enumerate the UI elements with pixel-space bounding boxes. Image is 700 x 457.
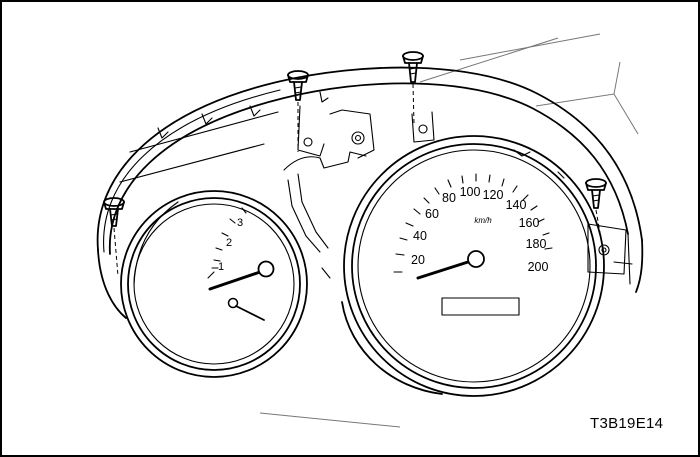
speedometer: [341, 135, 605, 397]
speed-label-20: 20: [411, 253, 425, 267]
speed-label-140: 140: [506, 198, 527, 212]
speed-label-180: 180: [526, 237, 547, 251]
tach-label-2: 2: [226, 237, 232, 249]
tachometer-labels: 1 2 3: [218, 217, 243, 273]
dashboard-background: [259, 33, 639, 428]
speedometer-labels: 20 40 60 80 100 120 140 160 180 200 km/h: [411, 185, 548, 274]
speed-label-100: 100: [460, 185, 481, 199]
speed-label-200: 200: [528, 260, 549, 274]
screw-left: [103, 197, 125, 277]
tachometer: [120, 190, 308, 378]
tach-label-3: 3: [237, 217, 243, 229]
speed-unit-label: km/h: [474, 216, 492, 225]
figure-code: T3B19E14: [590, 415, 664, 432]
speed-label-120: 120: [483, 188, 504, 202]
screw-right: [585, 178, 607, 245]
tach-label-1: 1: [218, 261, 224, 273]
mounting-plate: [283, 105, 633, 279]
speed-label-40: 40: [413, 229, 427, 243]
speed-label-60: 60: [425, 207, 439, 221]
speed-label-80: 80: [442, 191, 456, 205]
screw-top: [402, 51, 424, 125]
cluster-bezel: [96, 66, 644, 319]
speed-label-160: 160: [519, 216, 540, 230]
screw-upper-left: [287, 70, 309, 152]
